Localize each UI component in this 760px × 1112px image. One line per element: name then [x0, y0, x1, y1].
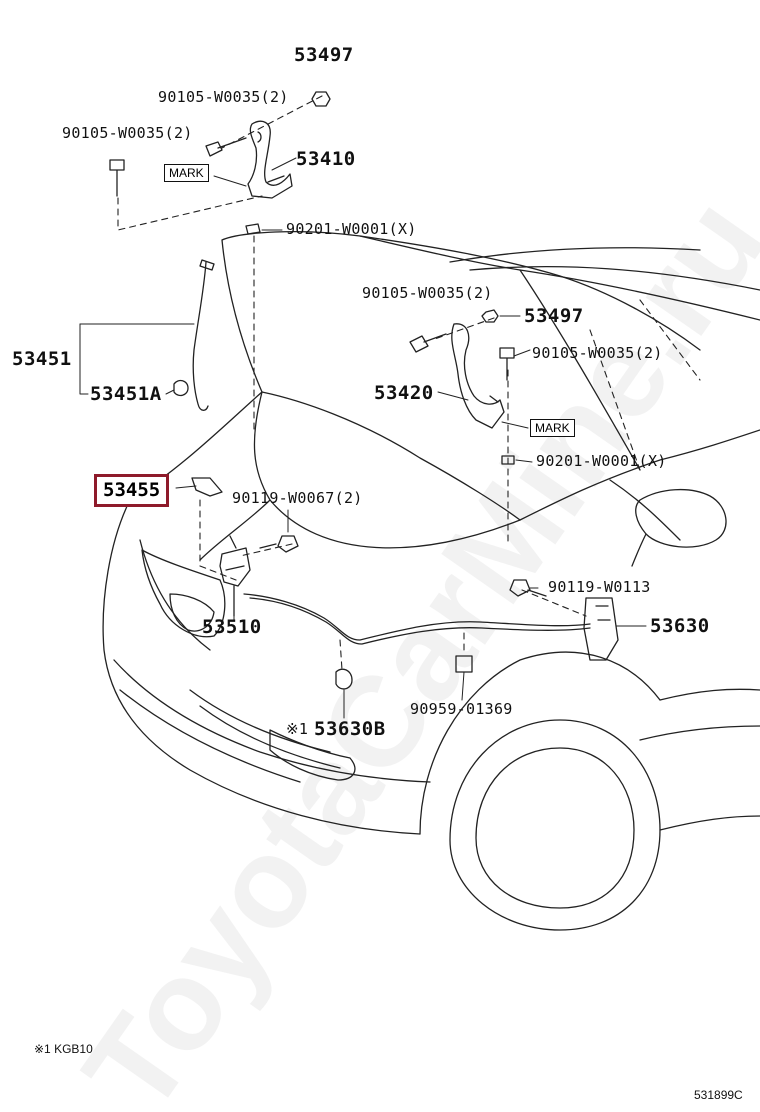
tire-outer: [449, 719, 661, 931]
label-90105-a[interactable]: 90105-W0035(2): [158, 88, 289, 106]
release-cable: [243, 593, 591, 641]
footnote: ※1 KGB10: [34, 1042, 93, 1056]
label-53630B[interactable]: 53630B: [314, 718, 386, 740]
fog-lamp-recess: [269, 729, 356, 781]
bolt-90105-a: [205, 137, 247, 157]
label-53451[interactable]: 53451: [12, 348, 72, 370]
a-pillar: [519, 269, 641, 471]
rocker: [659, 815, 760, 831]
bolt-90105-b: [109, 159, 125, 197]
bolt-90119-w0067: [259, 535, 299, 553]
label-53420[interactable]: 53420: [374, 382, 434, 404]
label-90201-a[interactable]: 90201-W0001(X): [286, 220, 417, 238]
nut-53497-mid: [481, 309, 499, 323]
mark-tag-lower: MARK: [530, 419, 575, 437]
washer-90201-b: [501, 455, 515, 465]
grille-upper: [139, 539, 211, 651]
washer-90201-a: [245, 223, 261, 235]
bumper-lower: [113, 659, 431, 783]
diagram-code: 531899C: [694, 1088, 743, 1102]
label-53630B-note: ※1: [286, 720, 309, 738]
hood-outline: [221, 231, 701, 521]
side-mirror: [635, 488, 727, 548]
label-90105-d[interactable]: 90105-W0035(2): [532, 344, 663, 362]
bolt-90105-d: [499, 347, 515, 381]
clamp-90959: [455, 655, 473, 673]
bolt-90105-c: [409, 333, 447, 353]
bumper-upper: [102, 499, 421, 835]
label-53410[interactable]: 53410: [296, 148, 356, 170]
label-90105-c[interactable]: 90105-W0035(2): [362, 284, 493, 302]
leader-dashed-lines: [117, 95, 701, 671]
hinge-53410: [247, 120, 293, 199]
wheel-arch: [419, 651, 661, 835]
bolt-90119-w0113: [509, 579, 547, 597]
label-53497-mid[interactable]: 53497: [524, 305, 584, 327]
support-rod-53451: [192, 261, 209, 411]
label-90105-b[interactable]: 90105-W0035(2): [62, 124, 193, 142]
leader-solid-lines: [79, 157, 647, 719]
bracket-53455: [191, 477, 223, 497]
clip-53630B: [335, 668, 353, 690]
label-53497-top[interactable]: 53497: [294, 44, 354, 66]
release-lever-53630: [583, 597, 619, 661]
fender: [519, 429, 760, 521]
headlight-left: [141, 549, 226, 638]
label-53510[interactable]: 53510: [202, 616, 262, 638]
hood-lock-53510: [219, 547, 251, 587]
hinge-53420: [451, 323, 505, 429]
label-90201-b[interactable]: 90201-W0001(X): [536, 452, 667, 470]
label-53630[interactable]: 53630: [650, 615, 710, 637]
tire-inner: [475, 747, 635, 909]
windshield: [359, 235, 760, 321]
label-90119-w0067[interactable]: 90119-W0067(2): [232, 489, 363, 507]
mark-tag-upper: MARK: [164, 164, 209, 182]
grommet-53451A: [173, 379, 189, 397]
label-53455-highlighted[interactable]: 53455: [94, 474, 170, 507]
label-90959[interactable]: 90959-01369: [410, 700, 513, 718]
label-90119-w0113[interactable]: 90119-W0113: [548, 578, 651, 596]
hood-crease: [253, 391, 521, 549]
label-53451A[interactable]: 53451A: [90, 383, 162, 405]
nut-53497-top: [311, 91, 331, 107]
